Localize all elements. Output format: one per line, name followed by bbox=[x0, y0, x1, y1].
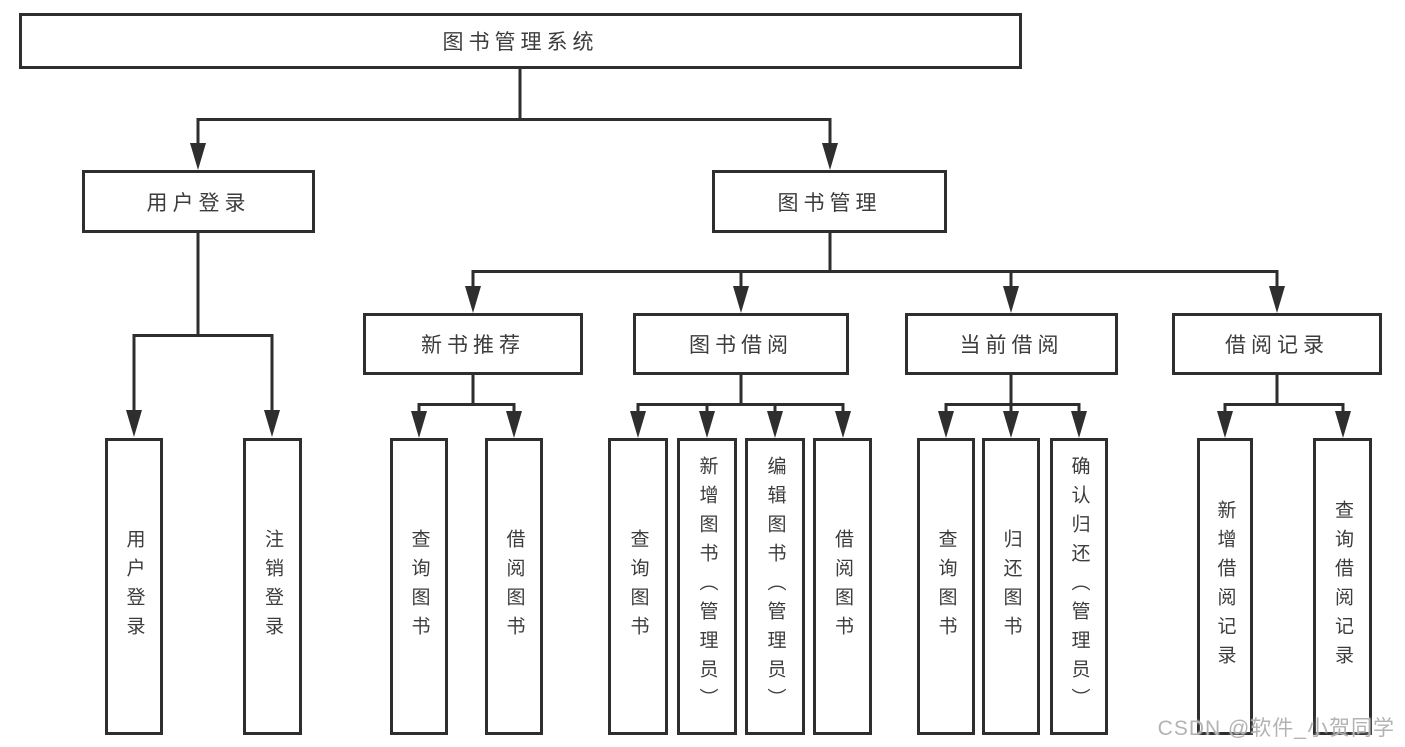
leaf-query-books-2: 查询图书 bbox=[608, 438, 668, 735]
leaf-borrow-books-1-label: 借阅图书 bbox=[503, 528, 525, 645]
node-current-borrow-label: 当前借阅 bbox=[959, 334, 1064, 357]
leaf-confirm-return-admin: 确认归还（管理员） bbox=[1050, 438, 1108, 735]
leaf-query-books-3: 查询图书 bbox=[917, 438, 975, 735]
leaf-logout: 注销登录 bbox=[243, 438, 302, 735]
leaf-query-books-2-label: 查询图书 bbox=[627, 528, 649, 645]
leaf-query-books-1: 查询图书 bbox=[390, 438, 448, 735]
leaf-query-borrow-record: 查询借阅记录 bbox=[1313, 438, 1372, 735]
leaf-borrow-books-1: 借阅图书 bbox=[485, 438, 543, 735]
node-book-management-label: 图书管理 bbox=[777, 191, 882, 215]
leaf-add-borrow-record-label: 新增借阅记录 bbox=[1214, 499, 1236, 674]
leaf-add-book-admin: 新增图书（管理员） bbox=[677, 438, 737, 735]
leaf-query-borrow-record-label: 查询借阅记录 bbox=[1332, 499, 1353, 674]
node-book-borrow: 图书借阅 bbox=[633, 313, 849, 375]
node-new-book-recommend: 新书推荐 bbox=[363, 313, 583, 375]
node-root: 图书管理系统 bbox=[19, 13, 1022, 69]
node-root-label: 图书管理系统 bbox=[442, 31, 599, 54]
node-new-book-recommend-label: 新书推荐 bbox=[421, 334, 525, 357]
leaf-add-borrow-record: 新增借阅记录 bbox=[1197, 438, 1253, 735]
leaf-edit-book-admin-label: 编辑图书（管理员） bbox=[764, 456, 786, 717]
node-book-borrow-label: 图书借阅 bbox=[689, 334, 793, 357]
leaf-user-login-label: 用户登录 bbox=[123, 528, 145, 645]
leaf-return-book-label: 归还图书 bbox=[1000, 528, 1022, 645]
node-book-management: 图书管理 bbox=[712, 170, 947, 233]
leaf-edit-book-admin: 编辑图书（管理员） bbox=[745, 438, 805, 735]
node-user-login: 用户登录 bbox=[82, 170, 315, 233]
leaf-add-book-admin-label: 新增图书（管理员） bbox=[696, 456, 718, 717]
node-current-borrow: 当前借阅 bbox=[905, 313, 1118, 375]
arrowheads bbox=[126, 143, 1351, 438]
node-user-login-label: 用户登录 bbox=[146, 191, 251, 215]
leaf-confirm-return-admin-label: 确认归还（管理员） bbox=[1068, 456, 1090, 717]
leaf-borrow-books-2-label: 借阅图书 bbox=[832, 528, 853, 645]
leaf-query-books-1-label: 查询图书 bbox=[408, 528, 430, 645]
leaf-borrow-books-2: 借阅图书 bbox=[813, 438, 872, 735]
leaf-user-login: 用户登录 bbox=[105, 438, 163, 735]
watermark: CSDN @软件_小贺同学 bbox=[1157, 717, 1395, 740]
leaf-query-books-3-label: 查询图书 bbox=[935, 528, 957, 645]
leaf-return-book: 归还图书 bbox=[982, 438, 1040, 735]
node-borrow-records: 借阅记录 bbox=[1172, 313, 1382, 375]
leaf-logout-label: 注销登录 bbox=[262, 528, 283, 645]
node-borrow-records-label: 借阅记录 bbox=[1225, 334, 1329, 357]
